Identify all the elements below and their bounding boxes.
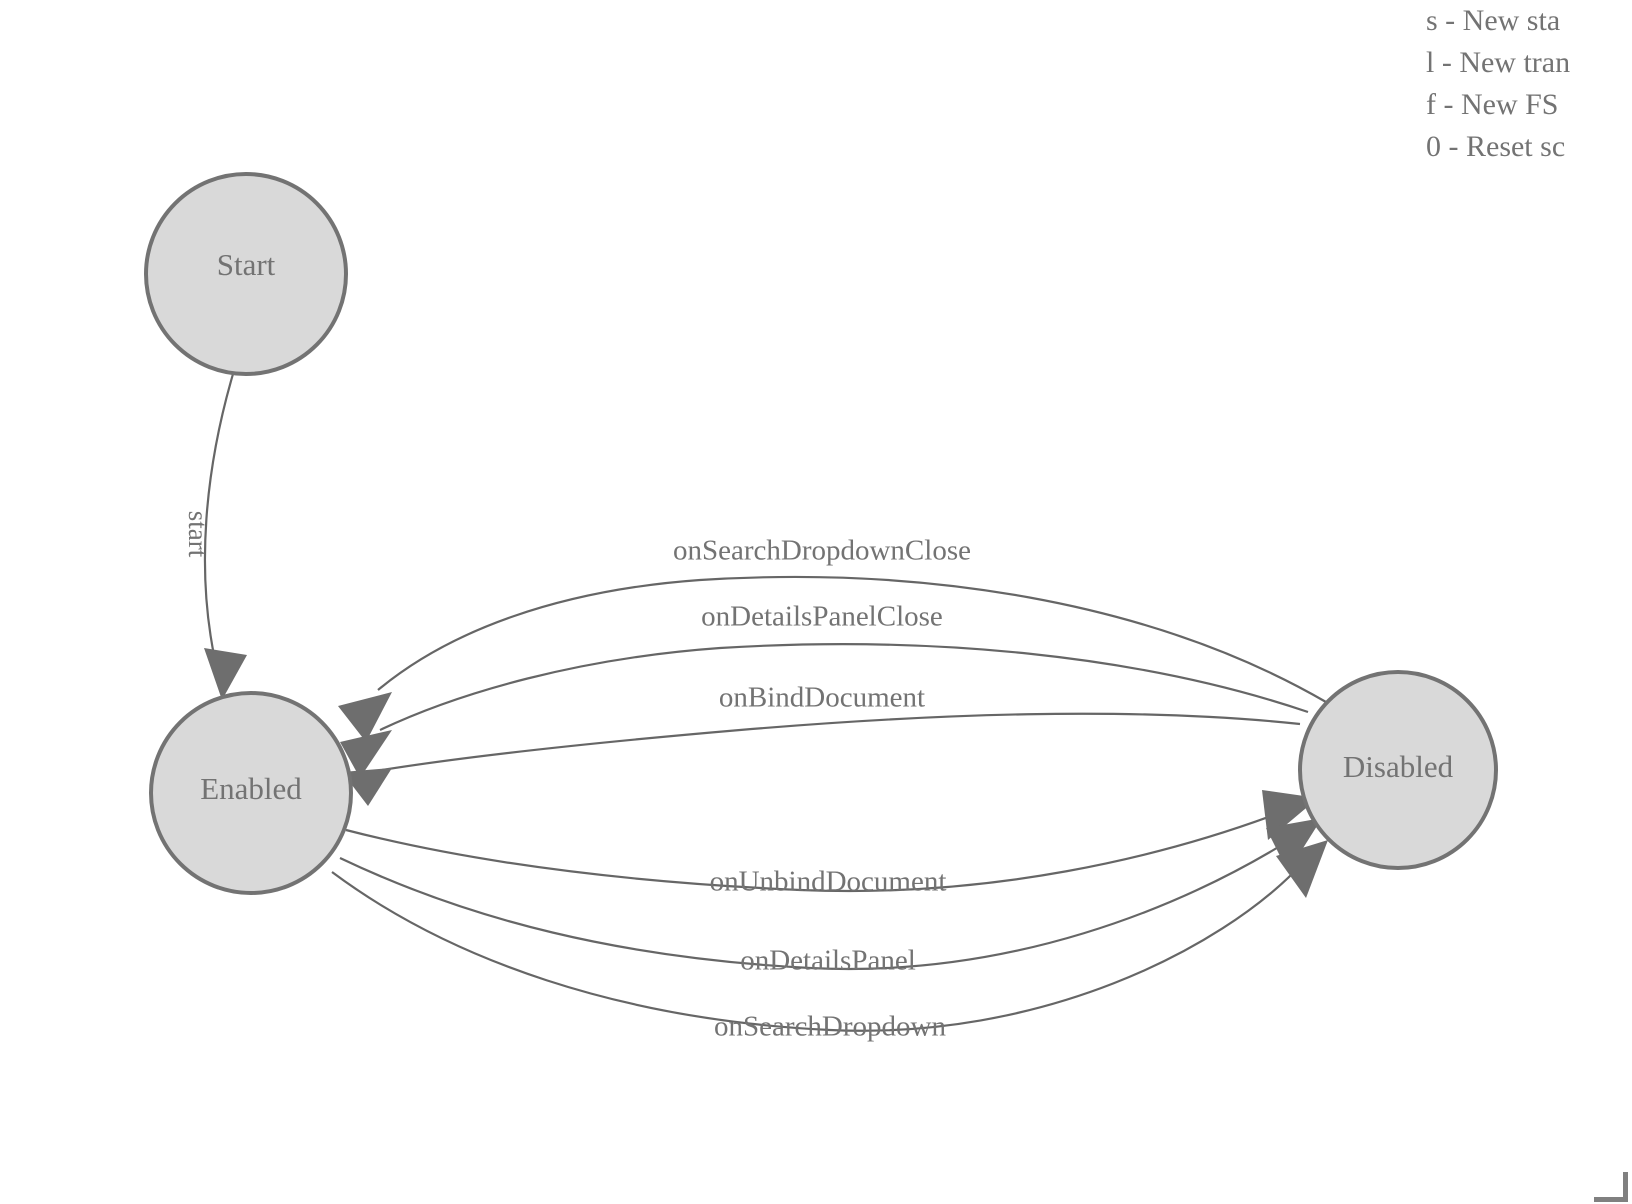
arrowhead-enabled-2 [340,730,392,778]
state-node-disabled[interactable]: Disabled [1298,670,1498,870]
state-node-enabled-circle [149,691,353,895]
keyboard-shortcut-legend: s - New sta l - New tran f - New FS 0 - … [1426,0,1632,168]
edge-disabled-to-enabled-bind-document[interactable]: onBindDocument [342,682,1301,806]
state-node-start-label: Start [217,247,276,282]
legend-line-reset: 0 - Reset sc [1426,130,1566,163]
corner-mark-vertical-bar [1623,1172,1628,1202]
arrowhead-disabled-2 [1266,818,1322,872]
edge-start-to-enabled[interactable]: start [183,373,247,700]
state-node-disabled-circle [1298,670,1498,870]
edge-enabled-to-disabled-unbind-document[interactable]: onUnbindDocument [345,790,1318,898]
arrowhead-enabled-top [204,648,247,700]
edge-disabled-to-enabled-details-close[interactable]: onDetailsPanelClose [340,601,1309,778]
legend-line-new-state: s - New sta [1426,4,1561,37]
edge-path-details-close [379,643,1309,731]
legend-line-new-fsm: f - New FS [1426,88,1559,121]
edge-label-start: start [183,511,213,558]
edge-path-bind-document [381,712,1301,772]
state-node-disabled-label: Disabled [1343,749,1454,784]
legend-line-new-transition: l - New tran [1426,46,1571,79]
arrowhead-enabled-1 [338,692,392,742]
resize-corner-mark[interactable] [1594,1172,1632,1204]
edge-label-search-close: onSearchDropdownClose [673,535,971,567]
edge-path-unbind-document [345,810,1283,893]
edge-path-details-panel [339,839,1291,970]
edge-label-details-panel: onDetailsPanel [740,945,916,977]
state-node-start-circle [144,172,348,376]
state-node-start[interactable]: Start [144,172,348,376]
edge-label-details-close: onDetailsPanelClose [701,601,943,633]
edge-path-search-dropdown [331,865,1301,1032]
arrowhead-enabled-3 [342,768,392,806]
edge-path-search-close [377,575,1327,703]
corner-mark-horizontal-bar [1594,1197,1628,1202]
arrowhead-disabled-3 [1276,840,1328,898]
edge-label-bind-document: onBindDocument [719,682,925,714]
state-node-enabled[interactable]: Enabled [149,691,353,895]
edge-enabled-to-disabled-search-dropdown[interactable]: onSearchDropdown [331,840,1328,1043]
edge-enabled-to-disabled-details-panel[interactable]: onDetailsPanel [339,818,1322,977]
edge-label-unbind-document: onUnbindDocument [710,866,947,898]
edge-disabled-to-enabled-search-close[interactable]: onSearchDropdownClose [338,535,1327,742]
state-node-enabled-label: Enabled [200,771,302,806]
edge-path-start [203,373,235,661]
edge-label-search-dropdown: onSearchDropdown [714,1011,946,1043]
